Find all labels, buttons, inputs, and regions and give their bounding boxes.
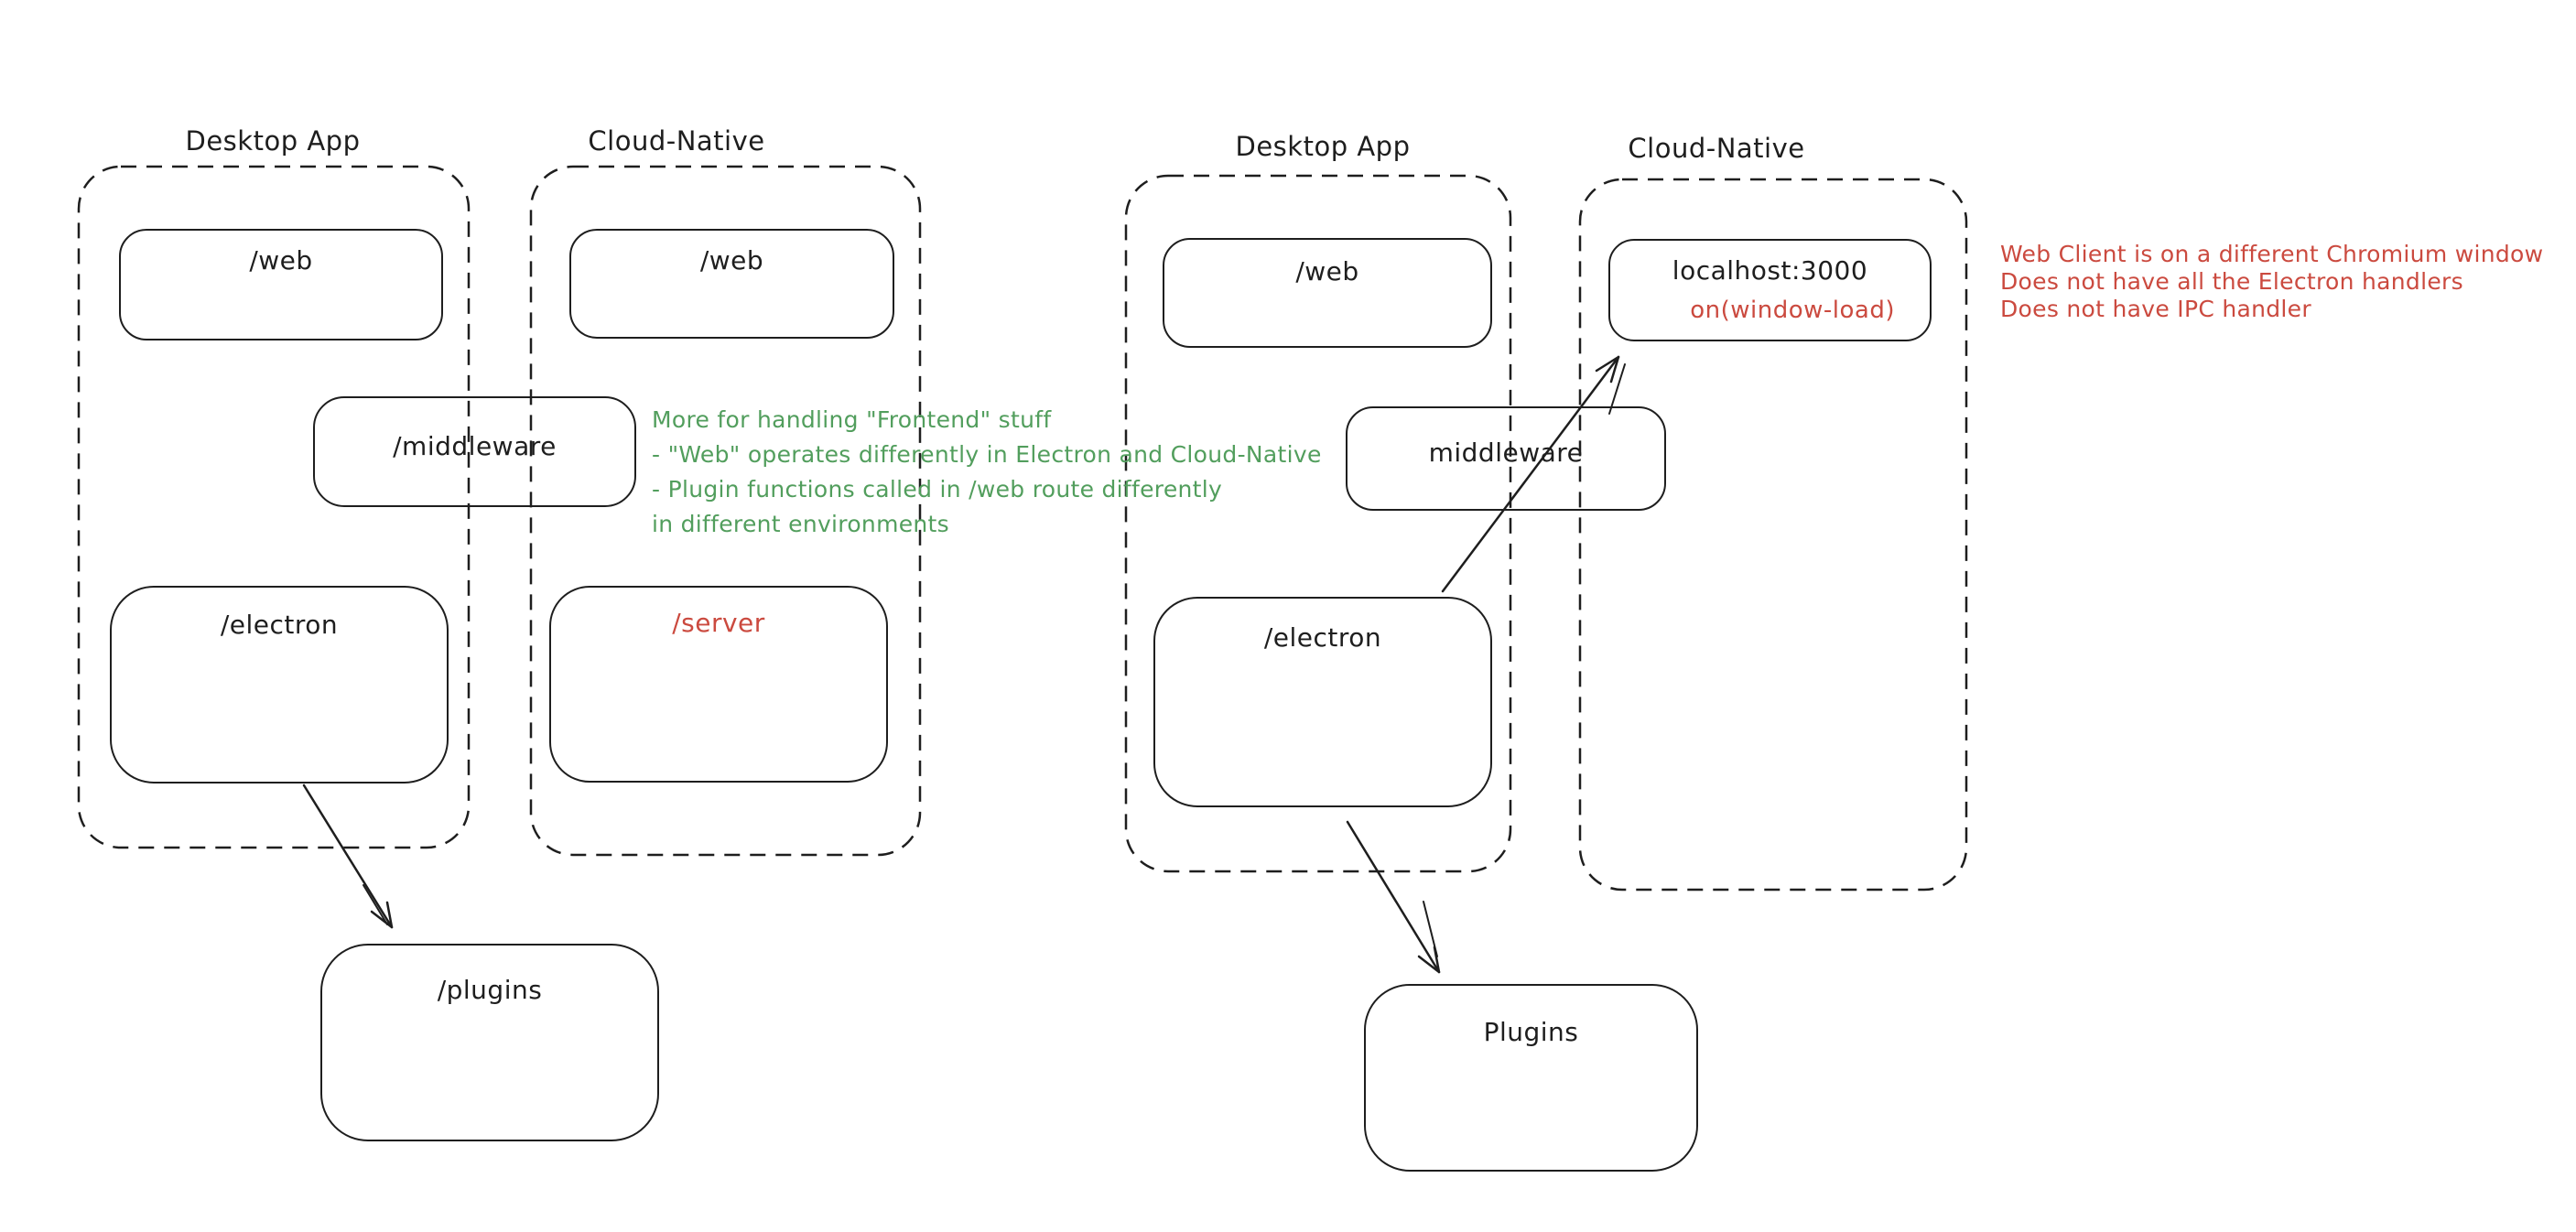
left-desktop-app-label: Desktop App [185,125,361,157]
red-annotation-line: Does not have all the Electron handlers [2000,268,2463,295]
right-electron-box: /electron [1153,597,1492,807]
green-annotation-line: More for handling "Frontend" stuff [652,406,1052,433]
localhost-label: localhost:3000 [1672,255,1868,286]
on-window-load-label: on(window-load) [1690,297,1895,324]
red-annotation: Web Client is on a different Chromium wi… [2000,241,2543,323]
right-cloud-native-container [1578,178,1968,892]
green-annotation-line: - Plugin functions called in /web route … [652,476,1223,503]
left-middleware-box: /middleware [313,396,636,507]
red-annotation-line: Web Client is on a different Chromium wi… [2000,241,2544,267]
arrow-electron-to-plugins [302,784,394,929]
right-desktop-app-label: Desktop App [1235,131,1411,162]
arrow-electron-to-localhost [1441,355,1626,593]
green-annotation-line: - "Web" operates differently in Electron… [652,441,1322,468]
right-middleware-box: middleware [1346,406,1666,511]
red-annotation-line: Does not have IPC handler [2000,296,2311,322]
right-plugins-box: Plugins [1364,984,1698,1172]
left-desktop-app-container [77,165,471,849]
left-web-cloud-box: /web [569,229,894,339]
right-web-box: /web [1163,238,1492,348]
left-electron-box: /electron [110,586,449,784]
left-cloud-native-label: Cloud-Native [588,125,765,157]
right-desktop-app-container [1124,174,1512,873]
green-annotation-line: in different environments [652,511,949,537]
left-web-desktop-box: /web [119,229,443,340]
right-cloud-native-label: Cloud-Native [1628,133,1805,164]
left-plugins-box: /plugins [320,944,659,1141]
arrow-electron-to-plugins-right [1346,820,1441,974]
green-annotation: More for handling "Frontend" stuff - "We… [652,403,1322,542]
left-cloud-native-container [529,165,922,857]
right-localhost-box: localhost:3000 on(window-load) [1608,239,1932,341]
left-server-box: /server [549,586,888,783]
